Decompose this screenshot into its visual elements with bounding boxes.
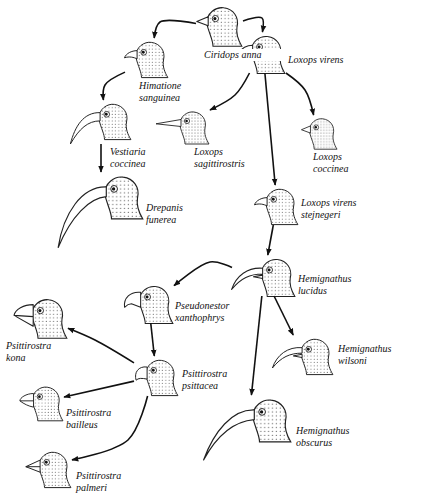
bird-head <box>14 300 67 339</box>
descent-arrow <box>151 323 155 356</box>
species-label: Drepanis funerea <box>146 202 208 226</box>
descent-arrow <box>251 296 261 395</box>
species-label: Ciridops anna <box>204 49 284 61</box>
species-node: Drepanis funerea <box>58 172 144 247</box>
descent-arrow <box>265 73 275 185</box>
bird-head <box>197 8 242 47</box>
bird-head <box>26 452 71 487</box>
species-label: Loxops sagittirostris <box>194 146 256 170</box>
species-label: Psittirostra palmeri <box>76 470 138 494</box>
species-label: Psittirostra psittacea <box>182 368 244 392</box>
descent-arrow <box>100 144 102 172</box>
bird-head <box>156 112 209 144</box>
descent-arrow <box>274 296 293 335</box>
species-node: Loxops virens stejnegeri <box>255 185 299 225</box>
bird-head <box>20 387 63 421</box>
descent-arrow <box>174 262 232 286</box>
species-node: Psittirostra bailleus <box>20 383 64 421</box>
species-node: Loxops coccinea <box>301 115 338 149</box>
descent-arrow <box>103 72 125 100</box>
species-label: Hemignathus wilsoni <box>338 343 400 367</box>
bird-head <box>232 259 295 296</box>
bird-head <box>301 119 337 150</box>
species-node: Ciridops anna <box>196 3 243 46</box>
descent-arrow <box>210 73 249 110</box>
bird-head <box>70 104 130 144</box>
species-label: Vestiaria coccinea <box>110 146 172 170</box>
species-label: Loxops virens stejnegeri <box>301 197 367 221</box>
species-node: Hemignathus obscurus <box>204 395 292 460</box>
descent-arrow <box>64 381 134 397</box>
species-label: Hemignathus obscurus <box>296 425 358 449</box>
bird-head <box>204 400 291 460</box>
bird-head <box>124 42 167 77</box>
species-label: Hemignathus lucidus <box>298 273 360 297</box>
bird-head <box>254 189 297 224</box>
species-node: Himatione sanguinea <box>125 38 169 78</box>
bird-head <box>136 360 178 395</box>
species-node: Psittirostra palmeri <box>26 448 72 488</box>
descent-arrow <box>154 20 196 38</box>
descent-arrow <box>243 17 263 32</box>
species-node: Pseudonestor xanthophrys <box>123 282 174 323</box>
species-label: Psittirostra kona <box>6 340 68 364</box>
species-node: Vestiaria coccinea <box>70 100 132 144</box>
descent-arrow <box>286 73 314 115</box>
species-label: Pseudonestor xanthophrys <box>175 300 237 324</box>
species-node: Psittirostra psittacea <box>134 356 179 396</box>
species-label: Loxops virens <box>288 54 368 66</box>
species-label: Himatione sanguinea <box>139 80 201 104</box>
bird-head <box>124 286 172 323</box>
bird-head <box>272 339 333 374</box>
bird-head <box>58 177 143 247</box>
descent-arrow <box>68 328 134 363</box>
species-label: Psittirostra bailleus <box>66 407 128 431</box>
species-node: Psittirostra kona <box>14 295 68 338</box>
descent-arrow <box>268 225 274 255</box>
species-node: Hemignathus wilsoni <box>272 335 334 375</box>
species-node: Loxops sagittirostris <box>156 108 210 144</box>
species-label: Loxops coccinea <box>313 151 375 175</box>
species-node: Hemignathus lucidus <box>232 255 296 296</box>
